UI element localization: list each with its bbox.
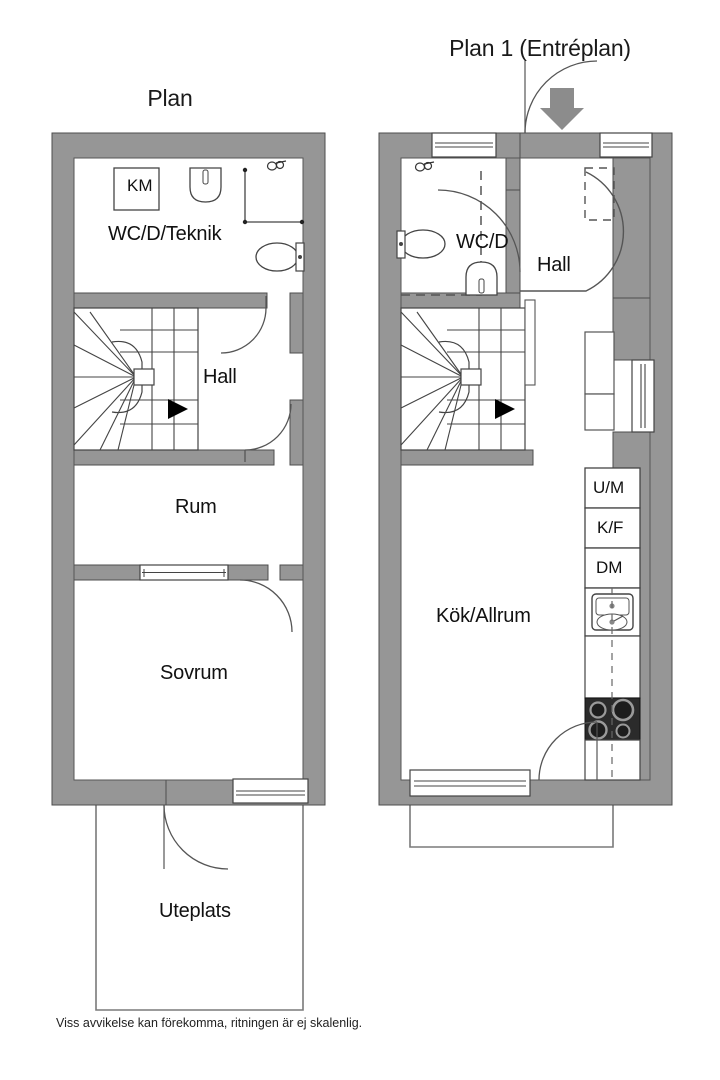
- stair-up-arrow-right: [495, 399, 515, 419]
- left-room-hall: Hall: [203, 366, 237, 388]
- left-room-sovrum: Sovrum: [160, 662, 228, 684]
- window-kitchen-bottom: [409, 769, 531, 797]
- right-sink-fixture: [465, 261, 498, 296]
- appliance-kf-label: K/F: [597, 518, 624, 537]
- window-rum-sovrum: [139, 564, 229, 581]
- disclaimer-footnote: Viss avvikelse kan förekomma, ritningen …: [56, 1016, 363, 1030]
- appliance-um-label: U/M: [593, 478, 625, 497]
- right-toilet-fixture: [396, 229, 446, 259]
- kitchen-units: [584, 467, 641, 781]
- shower-zone: [242, 160, 305, 225]
- appliance-dm-label: DM: [596, 558, 623, 577]
- staircase-right: [400, 299, 536, 451]
- kitchen-sink-icon: [591, 593, 634, 631]
- right-room-kok-allrum: Kök/Allrum: [436, 605, 531, 627]
- left-interior-walls: [73, 292, 304, 581]
- door-wc-d-leaf: [520, 171, 625, 292]
- shower-mixer-icon: [266, 160, 287, 171]
- door-wc-d: [437, 189, 521, 273]
- stair-up-arrow: [168, 399, 188, 419]
- uteplats-outline: [95, 805, 304, 1011]
- window-top-right: [599, 132, 653, 158]
- right-floorplan-drawing: [378, 60, 673, 848]
- staircase-left: [73, 307, 199, 451]
- left-km-label: KM: [127, 176, 153, 195]
- right-terrace-outline: [409, 805, 614, 848]
- hall-wardrobe: [584, 331, 615, 431]
- door-wc-teknik: [220, 296, 267, 354]
- door-sovrum: [239, 579, 293, 633]
- window-top-left: [431, 132, 497, 158]
- left-room-inner-outlines: [73, 157, 304, 781]
- toilet-fixture: [255, 242, 305, 272]
- hall-closet-dashed: [584, 167, 615, 221]
- entrance-door: [524, 60, 598, 134]
- left-floorplan-drawing: [51, 132, 326, 1011]
- entrance-arrow-down-icon: [540, 88, 584, 130]
- left-room-wc-teknik: WC/D/Teknik: [108, 223, 222, 245]
- door-uteplats: [163, 804, 229, 870]
- right-plan-title: Plan 1 (Entréplan): [449, 35, 631, 61]
- window-hall-right: [631, 359, 655, 433]
- right-room-wc-d: WC/D: [456, 231, 509, 253]
- left-room-rum: Rum: [175, 496, 217, 518]
- sink-fixture: [189, 167, 222, 203]
- door-rum: [244, 403, 292, 462]
- left-plan-title: Plan: [147, 85, 193, 111]
- left-room-uteplats: Uteplats: [159, 900, 231, 922]
- door-terrace: [538, 721, 598, 781]
- right-room-hall: Hall: [537, 254, 571, 276]
- window-sovrum-bottom: [232, 778, 309, 804]
- shower-mixer-icon-right: [414, 161, 435, 172]
- km-box: [113, 167, 160, 211]
